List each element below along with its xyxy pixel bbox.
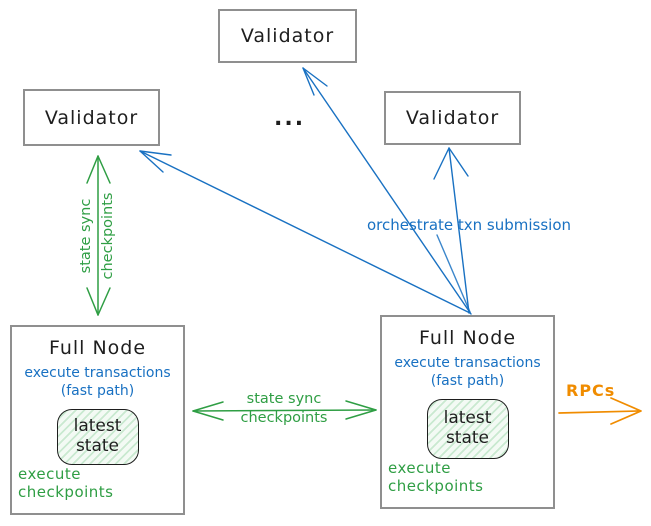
state-sync-text: state sync — [78, 198, 94, 274]
rpc-arrow — [558, 397, 642, 425]
latest-state-line2: state — [75, 436, 120, 456]
rpcs-label: RPCs — [566, 381, 616, 400]
full-node-left-latest-state-box: latest state — [56, 409, 139, 465]
full-node-left-title: Full Node — [48, 337, 147, 359]
full-node-right-execute-transactions: execute transactions (fast path) — [394, 355, 540, 390]
full-node-right-execute-checkpoints: execute checkpoints — [388, 459, 484, 495]
validator-left-label: Validator — [44, 106, 139, 129]
orchestrate-txn-submission-label: orchestrate txn submission — [366, 216, 572, 234]
state-sync-checkpoints-label-vertical: state sync checkpoints — [75, 176, 119, 296]
latest-state-line1: latest — [73, 416, 122, 437]
execute-transactions-line: execute transactions — [24, 365, 171, 381]
latest-state-line1: latest — [443, 408, 492, 429]
validator-top-box: Validator — [218, 9, 357, 63]
validator-top-label: Validator — [240, 25, 335, 47]
state-sync-checkpoints-label-horizontal: state sync checkpoints — [225, 390, 343, 428]
checkpoints-text: checkpoints — [100, 192, 116, 280]
full-node-left-box: Full Node execute transactions (fast pat… — [10, 325, 185, 515]
execute-transactions-line: execute transactions — [394, 355, 541, 371]
checkpoints-text: checkpoints — [240, 410, 328, 426]
fast-path-line: (fast path) — [60, 382, 135, 399]
full-node-right-title: Full Node — [418, 327, 517, 349]
validators-ellipsis: ... — [274, 106, 306, 131]
full-node-left-execute-checkpoints: execute checkpoints — [18, 465, 114, 501]
state-sync-text: state sync — [246, 391, 322, 407]
validator-right-label: Validator — [405, 107, 500, 129]
validator-right-box: Validator — [384, 91, 521, 145]
validator-left-box: Validator — [23, 89, 160, 146]
full-node-right-box: Full Node execute transactions (fast pat… — [380, 315, 555, 509]
full-node-right-latest-state-box: latest state — [426, 399, 509, 459]
latest-state-line2: state — [445, 428, 490, 448]
fast-path-line: (fast path) — [430, 372, 505, 389]
full-node-left-execute-transactions: execute transactions (fast path) — [24, 365, 170, 400]
